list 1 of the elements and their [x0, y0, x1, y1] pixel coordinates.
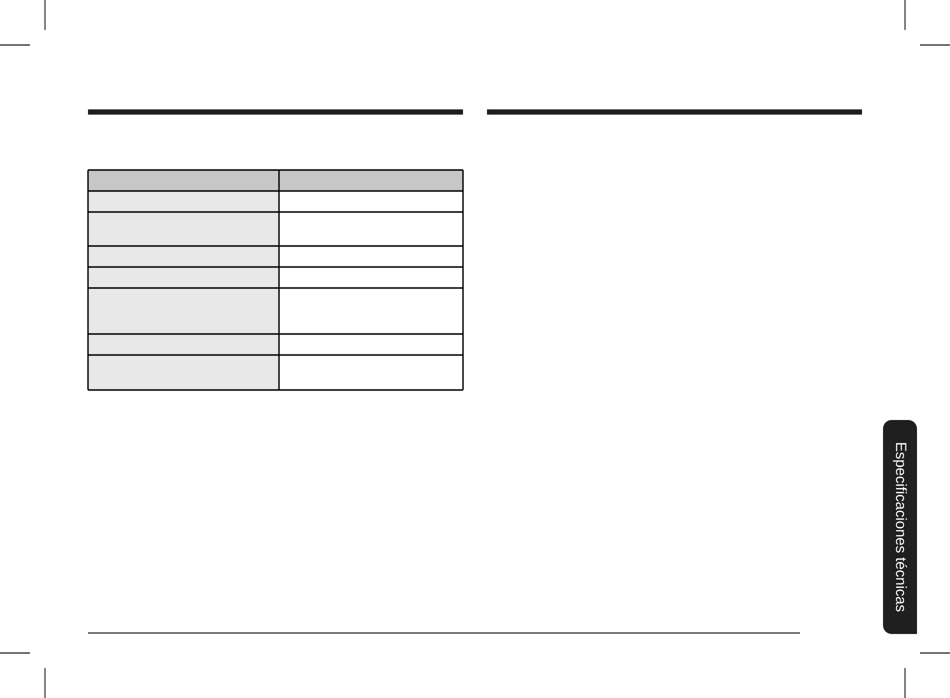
section-tab: Especificaciones técnicas: [883, 420, 917, 634]
